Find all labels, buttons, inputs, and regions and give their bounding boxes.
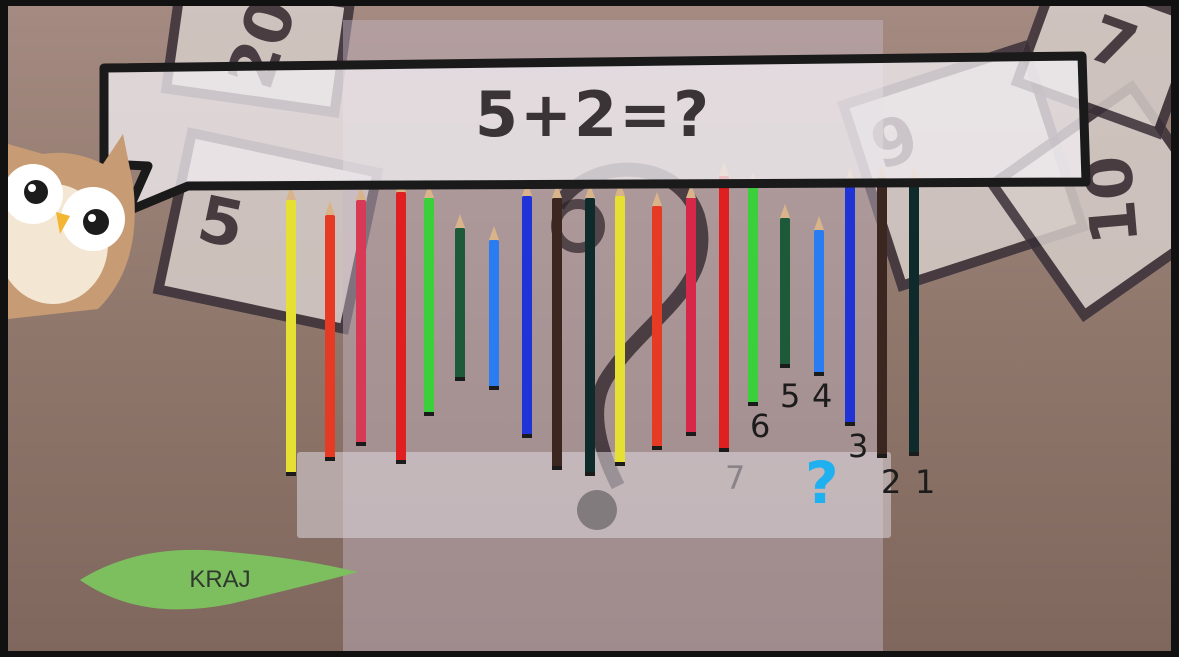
pencil[interactable]	[748, 172, 758, 406]
pencil[interactable]	[286, 186, 296, 476]
count-label: 2	[881, 463, 902, 501]
count-label: 5	[780, 377, 801, 415]
count-label: 6	[750, 407, 771, 445]
pencil[interactable]	[909, 166, 919, 456]
pencil[interactable]	[396, 178, 406, 464]
pencil[interactable]	[845, 168, 855, 426]
owl-mascot	[8, 134, 135, 319]
pencil[interactable]	[489, 226, 499, 390]
end-button-label: KRAJ	[189, 566, 251, 593]
count-label: 1	[915, 463, 936, 501]
pencil[interactable]	[424, 184, 434, 416]
pencil-group	[286, 162, 919, 476]
pencil[interactable]	[325, 201, 335, 461]
count-label: 4	[812, 377, 833, 415]
pencil[interactable]	[552, 184, 562, 470]
pencil[interactable]	[877, 164, 887, 458]
leaf-shape	[80, 549, 358, 610]
pencil[interactable]	[522, 182, 532, 438]
pencil[interactable]	[356, 186, 366, 446]
pencil[interactable]	[780, 204, 790, 368]
pencil[interactable]	[652, 192, 662, 450]
question-text: 5+2=?	[474, 77, 712, 151]
pencil[interactable]	[615, 182, 625, 466]
pencil[interactable]	[585, 184, 595, 476]
answer-question-mark[interactable]: ?	[805, 449, 839, 517]
game-stage: 20 5 9 10 7 1 2 3 4 5 6 7 ? 5+2=?	[8, 6, 1171, 651]
tray-knob[interactable]	[577, 490, 617, 530]
pencil[interactable]	[814, 216, 824, 376]
pencil[interactable]	[719, 162, 729, 452]
end-button[interactable]: KRAJ	[80, 546, 360, 616]
count-label: 3	[848, 427, 869, 465]
pencil[interactable]	[455, 214, 465, 381]
count-label: 7	[725, 459, 746, 497]
pencil[interactable]	[686, 184, 696, 436]
